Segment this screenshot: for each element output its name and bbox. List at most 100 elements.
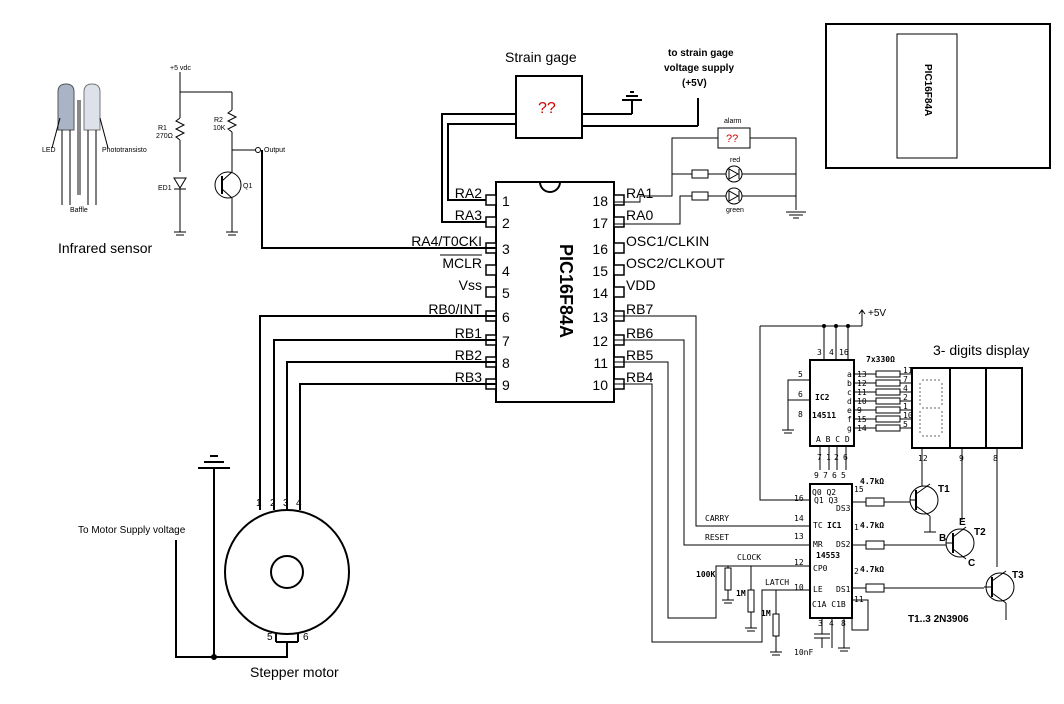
pic-right-pin-label: RB7 <box>626 301 653 317</box>
motor-pin-5: 5 <box>267 632 273 643</box>
ic2-seg-letter: e <box>847 406 852 415</box>
pic-pin-box <box>613 194 625 206</box>
pic-right-pin-number: 15 <box>592 263 608 279</box>
pic-left-pin-number: 1 <box>502 193 510 209</box>
strain-gage-title: Strain gage <box>505 49 577 65</box>
display-pin-8: 8 <box>993 454 998 463</box>
pic-left-pin-label: Vss <box>459 277 482 293</box>
pic-left-pin-label: RB0/INT <box>428 301 482 317</box>
motor-pin-6: 6 <box>303 632 309 643</box>
stepper-motor-title: Stepper motor <box>250 664 339 680</box>
ir-q1-label: Q1 <box>243 183 252 190</box>
segment-resistor <box>875 406 901 414</box>
ic2-left-pin-6: 6 <box>798 390 803 399</box>
pic-main-body <box>495 181 615 403</box>
ic1-bottom-pin-3: 3 <box>818 619 823 628</box>
pic-left-pin-label: RA3 <box>455 207 482 223</box>
t2-c-label: C <box>968 558 975 569</box>
wire-rb5-clock <box>614 361 810 619</box>
ic2-bottom: A B C D <box>816 435 850 444</box>
pic-right-pin-number: 10 <box>592 377 608 393</box>
ic2-name: IC2 <box>815 393 830 402</box>
resistor-array-label: 7x330Ω <box>866 355 895 364</box>
display-seg-pin-number: 11 <box>903 366 913 375</box>
ir-phototransistor-label: Phototransisto <box>102 147 147 154</box>
ic1-inner-q1q3: Q1 Q3 <box>814 496 838 505</box>
ic1-body <box>809 483 853 619</box>
ic2-top-pin-3: 3 <box>817 348 822 357</box>
strain-gage-mark: ?? <box>538 100 556 117</box>
motor-pin-label: 4 <box>296 498 302 509</box>
segment-resistor <box>875 397 901 405</box>
ic2-bottom-pin-number: 6 <box>843 453 848 462</box>
alarm-mark: ?? <box>726 133 738 145</box>
pic-left-pin-label: RA4/T0CKI <box>411 233 482 249</box>
transistor-part-label: T1..3 2N3906 <box>908 614 969 625</box>
pic-right-pin-label: RB4 <box>626 369 653 385</box>
ir-led-label: LED <box>42 147 56 154</box>
t3-label: T3 <box>1012 570 1024 581</box>
ic1-le: LE <box>813 585 823 594</box>
motor-pin-label: 2 <box>270 498 276 509</box>
ic1-cp0: CP0 <box>813 564 828 573</box>
ic1-pin-16: 16 <box>794 494 804 503</box>
segment-resistor <box>875 370 901 378</box>
display-title: 3- digits display <box>933 342 1030 358</box>
display-seg-pin-number: 2 <box>903 393 908 402</box>
motor-supply-label: To Motor Supply voltage <box>78 525 186 536</box>
t2-label: T2 <box>974 527 986 538</box>
t1-label: T1 <box>938 484 950 495</box>
display-pin-12: 12 <box>918 454 928 463</box>
pic-left-pin-number: 6 <box>502 309 510 325</box>
ir-baffle-label: Baffle <box>70 207 88 214</box>
ic2-seg-letter: g <box>847 424 852 433</box>
display-seg-pin-number: 1 <box>903 402 908 411</box>
pic-right-pin-label: OSC1/CLKIN <box>626 233 709 249</box>
capacitor-label: 10nF <box>794 648 813 657</box>
pic-left-pin-label: RB2 <box>455 347 482 363</box>
pic-left-pin-number: 2 <box>502 215 510 231</box>
pic-right-pin-number: 16 <box>592 241 608 257</box>
pic-left-pin-label: MCLR <box>442 255 482 271</box>
ir-r1-label: R1 <box>158 125 167 132</box>
pic-pin-box <box>613 242 625 254</box>
strain-supply-line2: voltage supply <box>664 63 734 74</box>
pic-pin-box <box>485 264 497 276</box>
t2-e-label: E <box>959 517 966 528</box>
ir-r2-label: R2 <box>214 117 223 124</box>
strain-supply-line3: (+5V) <box>682 78 707 89</box>
pic-left-pin-number: 9 <box>502 377 510 393</box>
ic1-part: 14553 <box>816 551 840 560</box>
pic-left-pin-label: RB1 <box>455 325 482 341</box>
pic-left-pin-number: 3 <box>502 241 510 257</box>
pic-pin-box <box>485 286 497 298</box>
ir-output-label: Output <box>264 147 285 154</box>
wire-rb6-reset <box>614 339 810 546</box>
ic2-bottom-pin-number: 7 <box>817 453 822 462</box>
ic1-top-pin-9: 9 <box>814 471 819 480</box>
ir-vcc-label: +5 vdc <box>170 65 191 72</box>
pic-pin-box <box>613 286 625 298</box>
pic-right-pin-label: RA1 <box>626 185 653 201</box>
ic1-ds1: DS1 <box>836 585 851 594</box>
segment-resistor <box>875 415 901 423</box>
pic-right-pin-label: VDD <box>626 277 656 293</box>
pic-right-pin-number: 14 <box>592 285 608 301</box>
ic2-top-pin-4: 4 <box>829 348 834 357</box>
pic-left-pin-number: 5 <box>502 285 510 301</box>
ic2-seg-letter: a <box>847 370 852 379</box>
ic1-top-pin-7: 7 <box>823 471 828 480</box>
ic1-top-pin-6: 6 <box>832 471 837 480</box>
pic-pin-box <box>485 216 497 228</box>
ic2-bottom-pin-number: 1 <box>826 453 831 462</box>
pic-right-pin-number: 11 <box>593 355 608 371</box>
svg-text:voltage supply: voltage supply <box>664 63 734 74</box>
wire-ir-to-ra4 <box>261 150 496 249</box>
reset-label: RESET <box>705 533 729 542</box>
ic2-left-pin-5: 5 <box>798 370 803 379</box>
ic1-pin-10: 10 <box>794 583 804 592</box>
svg-text:270Ω: 270Ω <box>156 133 173 140</box>
